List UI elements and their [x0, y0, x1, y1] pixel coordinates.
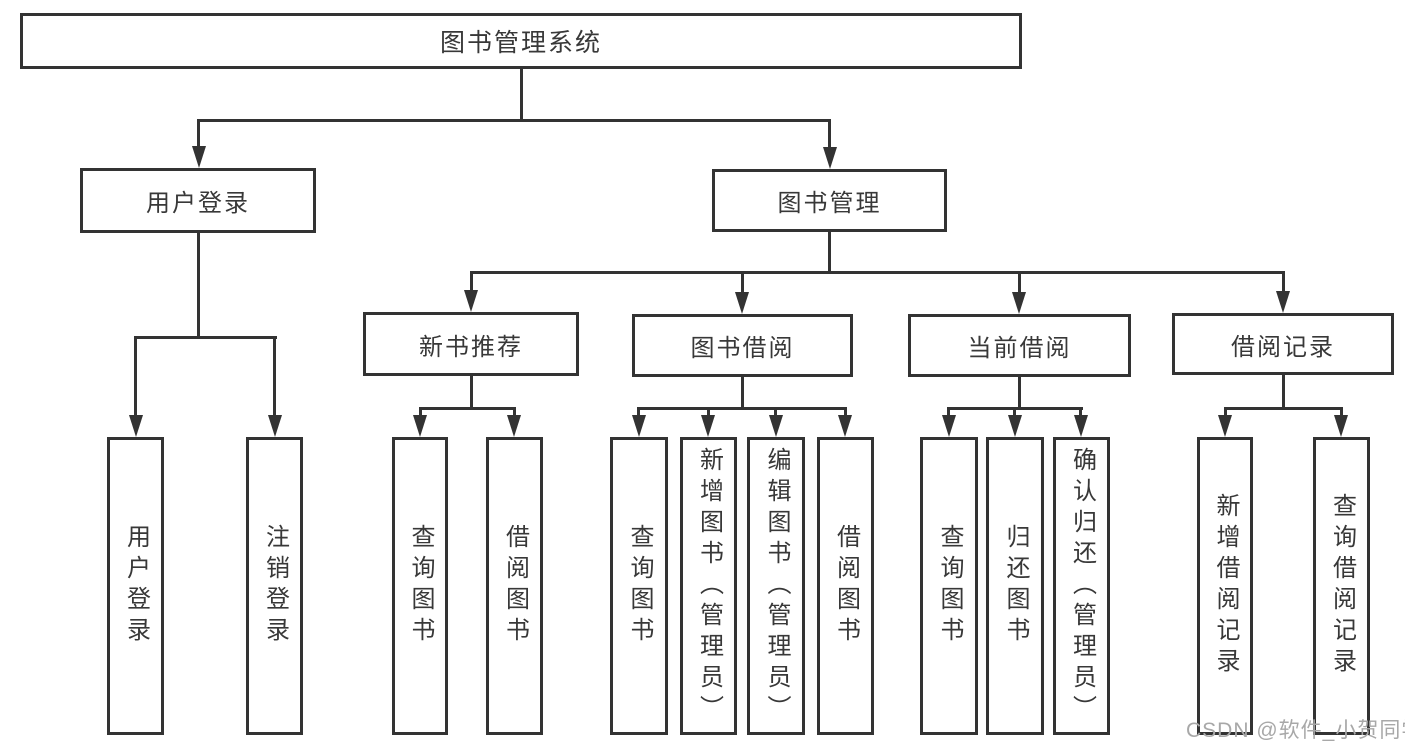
leaf-query-books-recommend-label: 查询图书	[407, 524, 434, 648]
leaf-add-book-admin: 新增图书（管理员）	[680, 437, 737, 735]
leaf-query-borrow-record-label: 查询借阅记录	[1328, 493, 1356, 679]
arrowhead-icon	[507, 415, 521, 437]
csdn-watermark: CSDN @软件_小贺同学	[1186, 719, 1405, 742]
leaf-add-borrow-record: 新增借阅记录	[1197, 437, 1253, 735]
leaf-query-books-borrow: 查询图书	[610, 437, 668, 735]
node-new-book-recommend-label: 新书推荐	[419, 333, 523, 361]
connector-line	[1282, 271, 1285, 294]
connector-line	[470, 271, 1285, 274]
connector-line	[947, 407, 950, 417]
connector-line	[470, 376, 473, 410]
arrowhead-icon	[942, 415, 956, 437]
arrowhead-icon	[769, 415, 783, 437]
arrowhead-icon	[413, 415, 427, 437]
leaf-logout: 注销登录	[246, 437, 303, 735]
connector-line	[637, 407, 846, 410]
node-book-borrow: 图书借阅	[632, 314, 853, 377]
connector-line	[844, 407, 847, 417]
connector-line	[134, 336, 277, 339]
connector-line	[774, 407, 777, 417]
leaf-query-books-current-label: 查询图书	[936, 524, 963, 648]
connector-line	[273, 336, 276, 417]
leaf-confirm-return-admin-label: 确认归还（管理员）	[1068, 446, 1096, 726]
node-book-management-label: 图书管理	[777, 190, 882, 217]
node-book-borrow-label: 图书借阅	[690, 335, 795, 362]
leaf-borrow-books: 借阅图书	[817, 437, 874, 735]
connector-line	[1224, 407, 1343, 410]
node-borrow-records-label: 借阅记录	[1231, 333, 1335, 361]
leaf-return-book-label: 归还图书	[1002, 524, 1029, 648]
arrowhead-icon	[1276, 291, 1290, 313]
arrowhead-icon	[701, 415, 715, 437]
node-book-management: 图书管理	[712, 169, 947, 232]
connector-line	[419, 407, 516, 410]
node-root-label: 图书管理系统	[439, 29, 602, 57]
connector-line	[707, 407, 710, 417]
node-user-login: 用户登录	[80, 168, 316, 233]
leaf-query-books-current: 查询图书	[920, 437, 978, 735]
arrowhead-icon	[1334, 415, 1348, 437]
node-borrow-records: 借阅记录	[1172, 313, 1394, 375]
connector-line	[419, 407, 422, 417]
node-current-borrow-label: 当前借阅	[967, 335, 1072, 362]
leaf-add-borrow-record-label: 新增借阅记录	[1212, 493, 1239, 679]
node-user-login-label: 用户登录	[146, 190, 250, 217]
connector-line	[197, 233, 200, 339]
connector-line	[828, 119, 831, 149]
connector-line	[1282, 375, 1285, 409]
arrowhead-icon	[632, 415, 646, 437]
leaf-query-borrow-record: 查询借阅记录	[1313, 437, 1370, 735]
arrowhead-icon	[1008, 415, 1022, 437]
leaf-logout-label: 注销登录	[261, 524, 289, 648]
arrowhead-icon	[823, 147, 837, 169]
connector-line	[1013, 407, 1016, 417]
connector-line	[470, 271, 473, 293]
leaf-confirm-return-admin: 确认归还（管理员）	[1053, 437, 1110, 735]
arrowhead-icon	[1012, 292, 1026, 314]
connector-line	[520, 69, 523, 121]
arrowhead-icon	[1074, 415, 1088, 437]
connector-line	[637, 407, 640, 417]
node-current-borrow: 当前借阅	[908, 314, 1131, 377]
leaf-borrow-books-label: 借阅图书	[832, 524, 860, 648]
leaf-add-book-admin-label: 新增图书（管理员）	[695, 446, 723, 726]
connector-line	[1018, 377, 1021, 409]
connector-line	[1340, 407, 1343, 417]
connector-line	[1018, 271, 1021, 295]
leaf-borrow-books-recommend-label: 借阅图书	[501, 524, 529, 648]
arrowhead-icon	[735, 292, 749, 314]
arrowhead-icon	[464, 290, 478, 312]
leaf-user-login: 用户登录	[107, 437, 164, 735]
leaf-return-book: 归还图书	[986, 437, 1044, 735]
connector-line	[1079, 407, 1082, 417]
node-root: 图书管理系统	[20, 13, 1022, 69]
arrowhead-icon	[838, 415, 852, 437]
connector-line	[828, 232, 831, 274]
connector-line	[1224, 407, 1227, 417]
connector-line	[741, 271, 744, 295]
node-new-book-recommend: 新书推荐	[363, 312, 579, 376]
connector-line	[197, 119, 200, 148]
connector-line	[741, 377, 744, 409]
connector-line	[134, 336, 137, 417]
leaf-borrow-books-recommend: 借阅图书	[486, 437, 543, 735]
arrowhead-icon	[192, 146, 206, 168]
leaf-edit-book-admin: 编辑图书（管理员）	[747, 437, 805, 735]
connector-line	[513, 407, 516, 417]
arrowhead-icon	[129, 415, 143, 437]
arrowhead-icon	[1218, 415, 1232, 437]
leaf-query-books-recommend: 查询图书	[392, 437, 448, 735]
leaf-query-books-borrow-label: 查询图书	[626, 524, 653, 648]
leaf-edit-book-admin-label: 编辑图书（管理员）	[763, 446, 790, 726]
arrowhead-icon	[268, 415, 282, 437]
leaf-user-login-label: 用户登录	[122, 524, 150, 648]
connector-line	[197, 119, 831, 122]
